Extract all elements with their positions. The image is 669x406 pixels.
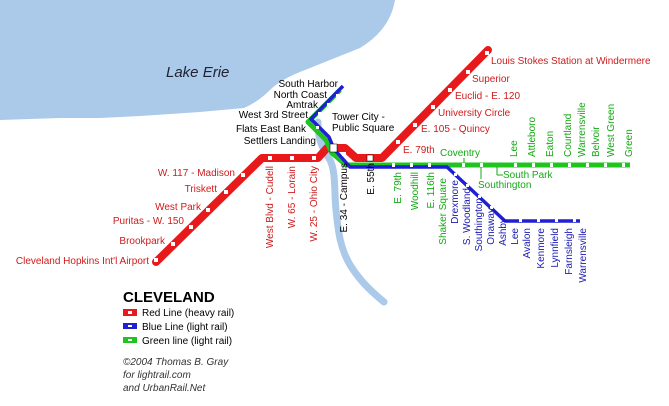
shared-vertical-labels: E. 34 - Campus E. 55th bbox=[339, 163, 377, 232]
waterfront-labels: South Harbor North Coast Amtrak West 3rd… bbox=[236, 79, 339, 147]
station-university-circle: University Circle bbox=[438, 108, 511, 119]
tower-city-label-line2: Public Square bbox=[332, 123, 395, 134]
tower-city-station bbox=[329, 143, 338, 153]
station-e34-campus: E. 34 - Campus bbox=[339, 163, 350, 232]
station-belvoir: Belvoir bbox=[591, 126, 602, 157]
station-avalon: Avalon bbox=[522, 228, 533, 258]
tower-city-label: Tower City - Public Square bbox=[332, 112, 395, 134]
station-e79th-green: E. 79th bbox=[393, 172, 404, 204]
station-woodhill: Woodhill bbox=[410, 172, 421, 210]
station-onaway: Onaway bbox=[486, 208, 497, 245]
blue-line-route bbox=[309, 84, 580, 223]
station-warrensville-blue: Warrensville bbox=[578, 228, 589, 283]
red-east-station-ticks bbox=[396, 51, 489, 144]
credits: ©2004 Thomas B. Gray for lightrail.com a… bbox=[123, 357, 229, 394]
station-settlers-landing: Settlers Landing bbox=[244, 136, 316, 147]
station-southington-blue: Southington bbox=[474, 198, 485, 251]
red-west-station-ticks bbox=[154, 156, 316, 262]
station-euclid-e120: Euclid - E. 120 bbox=[455, 91, 520, 102]
red-east-labels: Louis Stokes Station at Windermere Super… bbox=[403, 56, 651, 156]
station-north-coast: North Coast bbox=[274, 90, 328, 101]
station-s-woodland: S. Woodland bbox=[462, 188, 473, 245]
station-kenmore: Kenmore bbox=[536, 228, 547, 269]
blue-vertical-labels: Drexmore S. Woodland Southington Onaway … bbox=[450, 180, 589, 283]
station-puritas-w150: Puritas - W. 150 bbox=[113, 216, 185, 227]
station-triskett: Triskett bbox=[185, 184, 218, 195]
credit-line-1: ©2004 Thomas B. Gray bbox=[123, 357, 229, 368]
station-farnsleigh: Farnsleigh bbox=[564, 228, 575, 275]
station-coventry: Coventry bbox=[440, 148, 480, 159]
station-lee-green: Lee bbox=[509, 140, 520, 157]
station-west-green: West Green bbox=[606, 104, 617, 157]
station-louis-stokes-windermere: Louis Stokes Station at Windermere bbox=[491, 56, 651, 67]
station-west-blvd-cudell: West Blvd - Cudell bbox=[265, 166, 276, 248]
green-horizontal-labels: Coventry South Park Southington bbox=[440, 148, 553, 191]
e55-station bbox=[366, 154, 374, 162]
green-vertical-labels: E. 79th Woodhill E. 116th Shaker Square bbox=[393, 172, 449, 245]
legend-red-label: Red Line (heavy rail) bbox=[142, 308, 234, 319]
station-eaton: Eaton bbox=[545, 131, 556, 157]
legend: Red Line (heavy rail) Blue Line (light r… bbox=[123, 308, 234, 347]
station-e79th-red: E. 79th bbox=[403, 145, 435, 156]
station-w25-ohio-city: W. 25 - Ohio City bbox=[309, 166, 320, 242]
station-west-park: West Park bbox=[155, 202, 202, 213]
waterfront-station-ticks bbox=[316, 94, 339, 129]
station-flats-east-bank: Flats East Bank bbox=[236, 124, 307, 135]
e34-station bbox=[342, 152, 346, 156]
tower-city-label-line1: Tower City - bbox=[332, 112, 385, 123]
lake-erie-water bbox=[0, 0, 395, 120]
map-title: CLEVELAND bbox=[123, 289, 215, 306]
station-south-harbor: South Harbor bbox=[279, 79, 339, 90]
station-superior: Superior bbox=[472, 74, 510, 85]
station-ashby: Ashby bbox=[498, 218, 509, 246]
credit-line-2: for lightrail.com bbox=[123, 370, 191, 381]
station-attleboro: Attleboro bbox=[527, 117, 538, 157]
legend-blue-label: Blue Line (light rail) bbox=[142, 322, 228, 333]
lake-name-label: Lake Erie bbox=[166, 64, 229, 81]
station-warrensville-green: Warrensville bbox=[577, 102, 588, 157]
legend-green: Green line (light rail) bbox=[123, 336, 232, 347]
green-station-ticks bbox=[392, 163, 625, 167]
station-w65-lorain: W. 65 - Lorain bbox=[287, 166, 298, 228]
station-southington-green: Southington bbox=[478, 180, 531, 191]
station-w117-madison: W. 117 - Madison bbox=[158, 168, 235, 179]
red-west-labels: W. 117 - Madison Triskett West Park Puri… bbox=[16, 168, 235, 267]
legend-blue: Blue Line (light rail) bbox=[123, 322, 228, 333]
station-lee-blue: Lee bbox=[510, 228, 521, 245]
station-e55th: E. 55th bbox=[366, 163, 377, 195]
station-brookpark: Brookpark bbox=[119, 236, 166, 247]
station-e116th: E. 116th bbox=[426, 172, 437, 209]
legend-green-label: Green line (light rail) bbox=[142, 336, 232, 347]
blue-station-ticks bbox=[454, 173, 576, 222]
station-amtrak: Amtrak bbox=[286, 100, 319, 111]
station-shaker-square: Shaker Square bbox=[438, 178, 449, 245]
station-south-park: South Park bbox=[503, 170, 553, 181]
station-drexmore: Drexmore bbox=[450, 180, 461, 224]
station-hopkins-airport: Cleveland Hopkins Int'l Airport bbox=[16, 256, 149, 267]
station-west-3rd-street: West 3rd Street bbox=[239, 110, 309, 121]
red-west-vertical-labels: West Blvd - Cudell W. 65 - Lorain W. 25 … bbox=[265, 166, 320, 248]
station-courtland: Courtland bbox=[563, 114, 574, 157]
station-green: Green bbox=[624, 129, 635, 157]
station-lynnfield: Lynnfield bbox=[550, 228, 561, 268]
green-east-vertical-labels: Lee Attleboro Eaton Courtland Warrensvil… bbox=[509, 102, 635, 157]
station-e105-quincy: E. 105 - Quincy bbox=[421, 124, 490, 135]
legend-red: Red Line (heavy rail) bbox=[123, 308, 234, 319]
credit-line-3: and UrbanRail.Net bbox=[123, 383, 206, 394]
